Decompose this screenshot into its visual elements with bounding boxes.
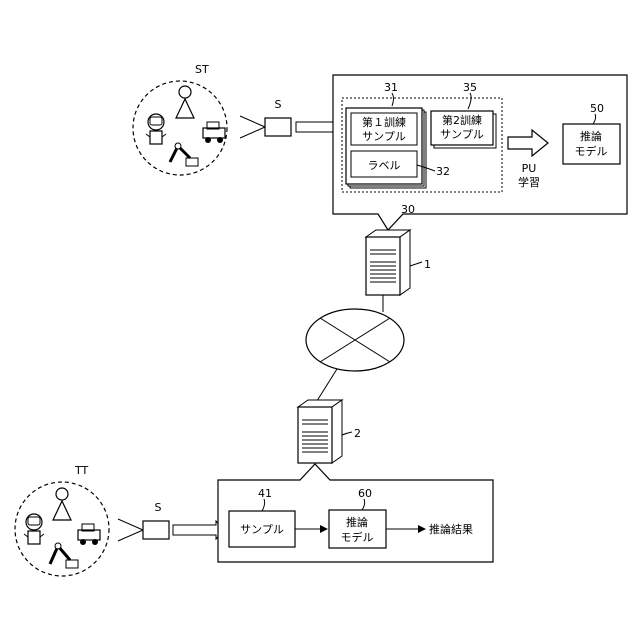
training-data-ref: 30 bbox=[401, 203, 415, 216]
person-icon bbox=[176, 86, 194, 118]
car-icon bbox=[78, 524, 100, 545]
server-1-label: 1 bbox=[424, 258, 431, 271]
inference-panel: サンプル 41 推論 モデル 60 推論結果 bbox=[218, 464, 493, 562]
sample-text: サンプル bbox=[240, 523, 284, 536]
network-icon bbox=[306, 309, 404, 371]
training-panel: 30 第１訓練 サンプル 31 ラベル 32 第2訓練 サンプル 35 PU 学… bbox=[333, 75, 627, 230]
sensor-bottom-label: S bbox=[155, 501, 162, 514]
model-top-ref: 50 bbox=[590, 102, 604, 115]
server-2-icon: 2 bbox=[298, 400, 361, 463]
source-env-label: ST bbox=[195, 63, 209, 76]
target-env-label: TT bbox=[74, 464, 89, 477]
second-sample-ref: 35 bbox=[463, 81, 477, 94]
second-sample-line1: 第2訓練 bbox=[442, 113, 482, 127]
server-1-icon: 1 bbox=[366, 230, 431, 295]
source-environment: ST bbox=[133, 63, 227, 175]
target-environment: TT bbox=[15, 464, 109, 576]
label-text: ラベル bbox=[368, 159, 401, 172]
pu-label: PU bbox=[522, 162, 537, 175]
model-bottom-line1: 推論 bbox=[346, 515, 368, 529]
sensor-top-label: S bbox=[275, 98, 282, 111]
model-top-line2: モデル bbox=[575, 144, 608, 158]
model-bottom-ref: 60 bbox=[358, 487, 372, 500]
model-top-line1: 推論 bbox=[580, 129, 602, 143]
first-sample-ref: 31 bbox=[384, 81, 398, 94]
second-sample-line2: サンプル bbox=[440, 128, 484, 141]
label-ref: 32 bbox=[436, 165, 450, 178]
inference-result-text: 推論結果 bbox=[429, 522, 473, 536]
car-icon bbox=[203, 122, 225, 143]
robot-icon bbox=[24, 514, 44, 544]
sample-ref: 41 bbox=[258, 487, 272, 500]
person-icon bbox=[53, 488, 71, 520]
model-bottom-line2: モデル bbox=[341, 530, 374, 544]
sensor-top: S bbox=[240, 98, 291, 138]
server-2-label: 2 bbox=[354, 427, 361, 440]
learning-label: 学習 bbox=[518, 175, 540, 189]
sensor-bottom: S bbox=[118, 501, 169, 541]
robot-arm-icon bbox=[50, 543, 78, 568]
robot-icon bbox=[146, 114, 166, 144]
robot-arm-icon bbox=[170, 143, 198, 166]
first-sample-line1: 第１訓練 bbox=[362, 115, 406, 129]
first-sample-line2: サンプル bbox=[362, 130, 406, 143]
input-arrow-bottom bbox=[173, 521, 224, 539]
